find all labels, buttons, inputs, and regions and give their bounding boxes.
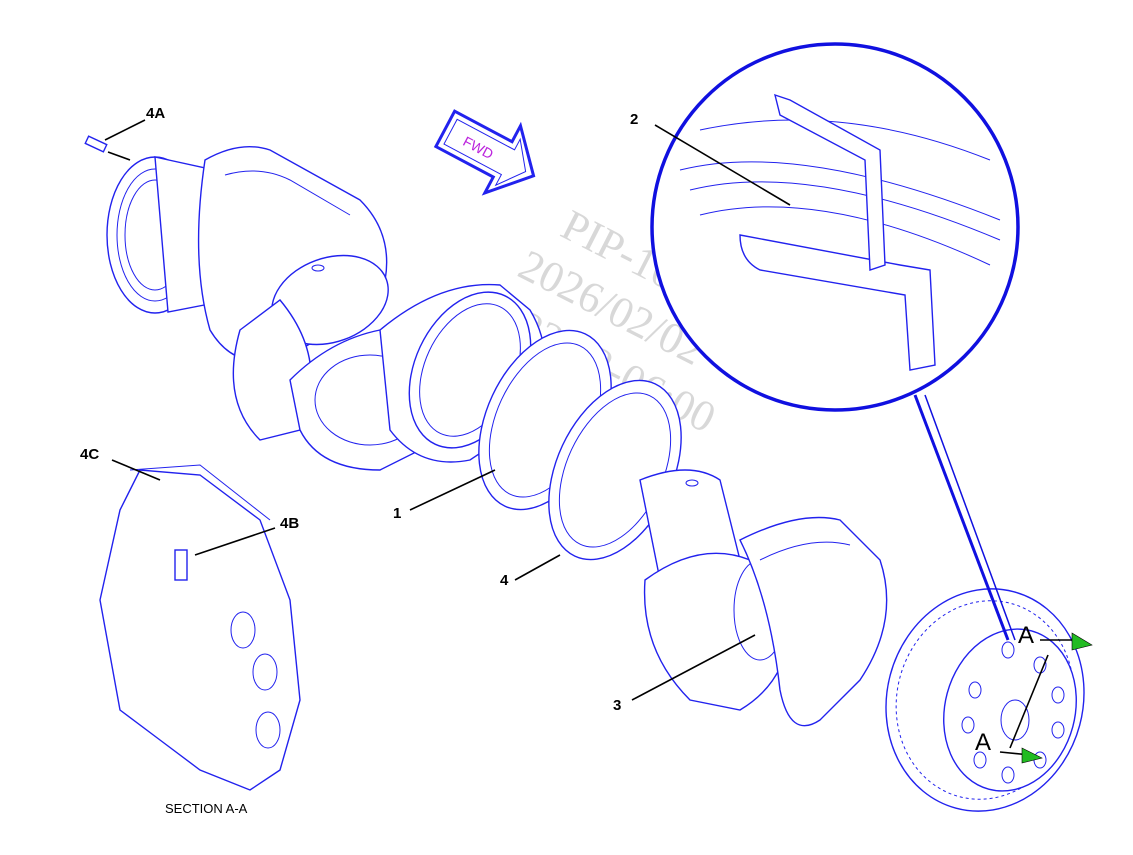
- crank-throw-4: [478, 329, 741, 588]
- callouts: 1 2 3 4 4A 4B 4C: [80, 105, 638, 714]
- callout-4b: 4B: [280, 515, 299, 532]
- section-marker-a-bottom: A: [975, 729, 991, 756]
- section-cut-line: [1009, 654, 1049, 749]
- leader-1: [409, 469, 496, 511]
- callout-1: 1: [393, 505, 401, 522]
- leader-lines: [104, 119, 791, 701]
- section-arrow-icon: [1071, 632, 1093, 651]
- section-marker-top: A: [1018, 622, 1093, 651]
- callout-4c: 4C: [80, 446, 99, 463]
- detail-seal-section: [679, 93, 1001, 371]
- leader-4b: [194, 527, 276, 556]
- leader-2: [654, 124, 791, 206]
- crankshaft: [84, 135, 1085, 812]
- leader-4a-bottom: [107, 151, 131, 161]
- callout-4: 4: [500, 572, 509, 589]
- detail-connector: [913, 394, 1010, 641]
- section-caption: SECTION A-A: [165, 801, 248, 816]
- detail-view: [650, 42, 1020, 641]
- leader-3: [631, 634, 756, 701]
- crank-throw-1: [197, 145, 389, 441]
- section-arrow-icon: [1021, 747, 1043, 764]
- fwd-arrow-icon: FWD: [433, 109, 536, 196]
- leader-4a-top: [104, 119, 146, 141]
- callout-2: 2: [630, 111, 638, 128]
- callout-4a: 4A: [146, 105, 165, 122]
- section-marker-bottom: A: [975, 729, 1043, 764]
- leader-4c: [111, 459, 161, 481]
- detail-circle: [650, 42, 1020, 412]
- crank-throw-5: [643, 516, 888, 727]
- leader-4: [514, 554, 561, 581]
- section-a-a-view: [99, 464, 301, 791]
- section-marker-a-top: A: [1018, 622, 1034, 649]
- callout-3: 3: [613, 697, 621, 714]
- rear-gear-flange: [885, 588, 1085, 812]
- flange-bolt-holes: [961, 641, 1065, 784]
